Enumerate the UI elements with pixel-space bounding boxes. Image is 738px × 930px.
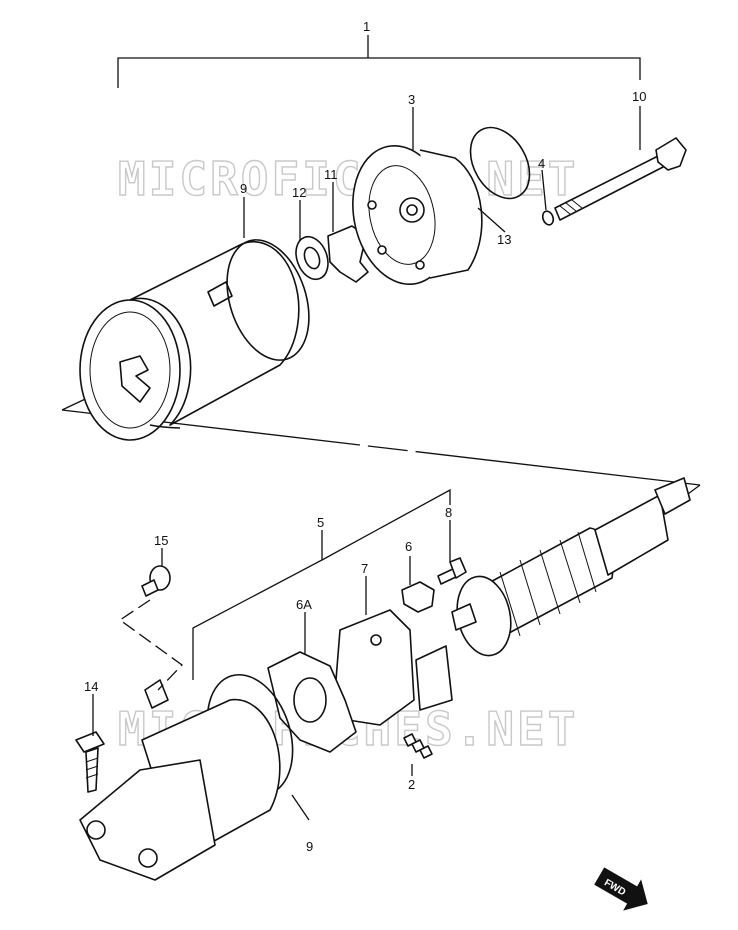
callout-labels: 1 3 10 4 9 12 11 13 5 8 6 7 15 6A 14 2 9 (84, 19, 646, 854)
callout-5: 5 (317, 515, 324, 530)
end-cover-3 (352, 145, 483, 285)
armature (451, 477, 691, 657)
callout-12: 12 (292, 185, 306, 200)
watermark-top: MICROFICHES.NET (118, 152, 578, 206)
plate-6a-hole (293, 677, 327, 723)
callout-6: 6 (405, 539, 412, 554)
callout-3: 3 (408, 92, 415, 107)
spring-2 (403, 733, 433, 759)
brush-6 (401, 581, 435, 613)
callout-14: 14 (84, 679, 98, 694)
washer-4 (541, 210, 555, 226)
through-bolt-10 (554, 137, 687, 221)
assembly-bracket-1 (117, 35, 641, 88)
callout-10: 10 (632, 89, 646, 104)
fwd-arrow: FWD (594, 867, 648, 911)
yoke-housing (79, 240, 300, 441)
callout-9-top: 9 (240, 181, 247, 196)
screw-15-dashed-leader (118, 599, 183, 691)
bolt-8 (437, 557, 467, 585)
screw-15 (141, 565, 171, 597)
callout-11: 11 (324, 167, 338, 182)
callout-7: 7 (361, 561, 368, 576)
bolt-14 (75, 731, 105, 793)
callout-1: 1 (363, 19, 370, 34)
front-bracket (79, 679, 281, 881)
callout-8: 8 (445, 505, 452, 520)
brush-holder-7 (335, 609, 453, 726)
o-ring-13 (469, 126, 531, 200)
callout-2: 2 (408, 777, 415, 792)
callout-6a: 6A (296, 597, 312, 612)
washer-12 (295, 235, 329, 281)
o-ring-top (226, 239, 310, 361)
callout-13: 13 (497, 232, 511, 247)
leader-lines (92, 106, 641, 821)
callout-15: 15 (154, 533, 168, 548)
callout-9-bottom: 9 (306, 839, 313, 854)
callout-4: 4 (538, 156, 545, 171)
